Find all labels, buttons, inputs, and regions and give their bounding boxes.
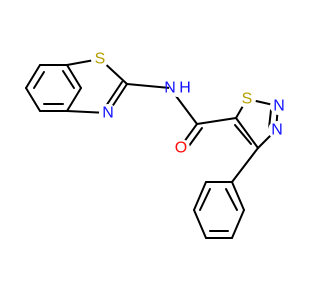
bond <box>234 124 252 145</box>
bond <box>193 181 207 211</box>
benzothiazole-nitrogen-label: N <box>102 105 114 122</box>
molecule-drawing: S N N H O S N N <box>25 50 288 239</box>
bond <box>105 81 123 107</box>
bond <box>268 109 272 129</box>
bond <box>231 209 245 239</box>
bonds <box>25 58 279 239</box>
bond <box>196 117 237 125</box>
molecule-structure-diagram: S N N H O S N N <box>25 50 288 239</box>
bond <box>66 64 82 89</box>
bond <box>199 188 211 211</box>
bond <box>25 64 41 89</box>
bond <box>126 83 171 89</box>
bond <box>235 117 259 149</box>
bond <box>225 188 238 211</box>
atom-labels: S N N H O S N N <box>91 50 288 157</box>
benzothiazole-sulfur-label: S <box>95 51 106 68</box>
bond <box>193 209 207 239</box>
thiadiazole-nitrogen-2-label: N <box>273 98 285 115</box>
bond <box>25 87 41 112</box>
carbonyl-oxygen-label: O <box>175 140 187 157</box>
bond <box>231 147 259 183</box>
amide-hydrogen-label: H <box>179 80 191 97</box>
amide-nitrogen-label: N <box>164 80 176 97</box>
thiadiazole-nitrogen-3-label: N <box>271 122 283 139</box>
bond <box>66 87 82 112</box>
thiadiazole-sulfur-label: S <box>242 91 253 108</box>
bond <box>33 71 45 89</box>
bond <box>231 181 245 211</box>
bond <box>62 70 75 89</box>
